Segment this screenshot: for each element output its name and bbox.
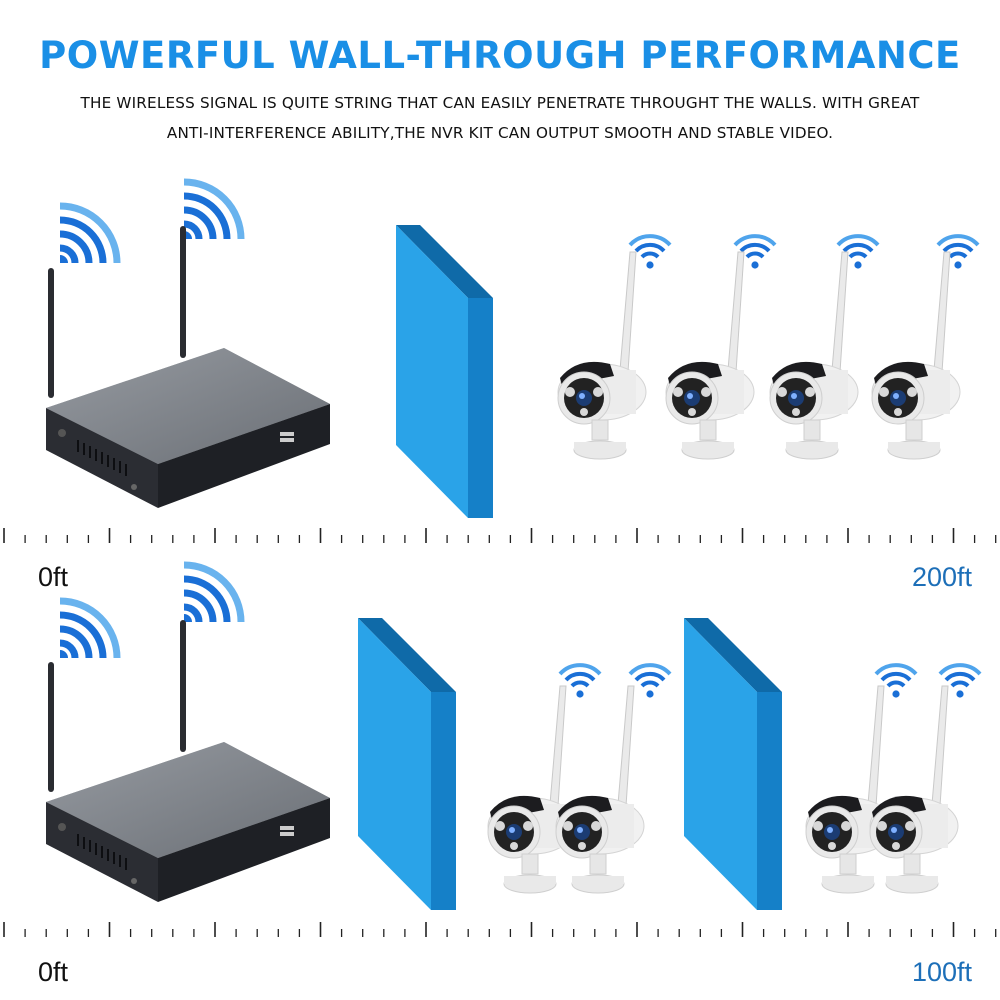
scene1 [3, 182, 997, 543]
subtitle-line-2: ANTI-INTERFERENCE ABILITY,THE NVR KIT CA… [166, 124, 834, 142]
wifi-icon [628, 663, 672, 700]
scene2 [3, 565, 997, 937]
wall-icon [684, 618, 782, 910]
nvr-recorder-icon [45, 225, 331, 509]
bullet-camera-icon [805, 685, 895, 894]
distance-start-label: 0ft [38, 957, 69, 987]
distance-end-label: 100ft [911, 957, 972, 987]
bullet-camera-icon [869, 685, 959, 894]
distance-end-label: 200ft [911, 562, 972, 592]
page-title: POWERFUL WALL-THROUGH PERFORMANCE [39, 34, 961, 77]
wifi-icon [184, 182, 241, 239]
bullet-camera-icon [557, 251, 647, 460]
nvr-recorder-icon [45, 619, 331, 903]
bullet-camera-icon [871, 251, 961, 460]
wifi-icon [60, 601, 117, 658]
wall-icon [396, 225, 493, 518]
bullet-camera-icon [487, 685, 577, 894]
bullet-camera-icon [555, 685, 645, 894]
bullet-camera-icon [769, 251, 859, 460]
wifi-icon [184, 565, 241, 622]
bullet-camera-icon [665, 251, 755, 460]
subtitle-line-1: THE WIRELESS SIGNAL IS QUITE STRING THAT… [80, 94, 920, 112]
distance-ruler [3, 922, 997, 937]
wifi-icon [60, 206, 117, 263]
distance-ruler [3, 528, 997, 543]
wall-icon [358, 618, 456, 910]
distance-start-label: 0ft [38, 562, 69, 592]
